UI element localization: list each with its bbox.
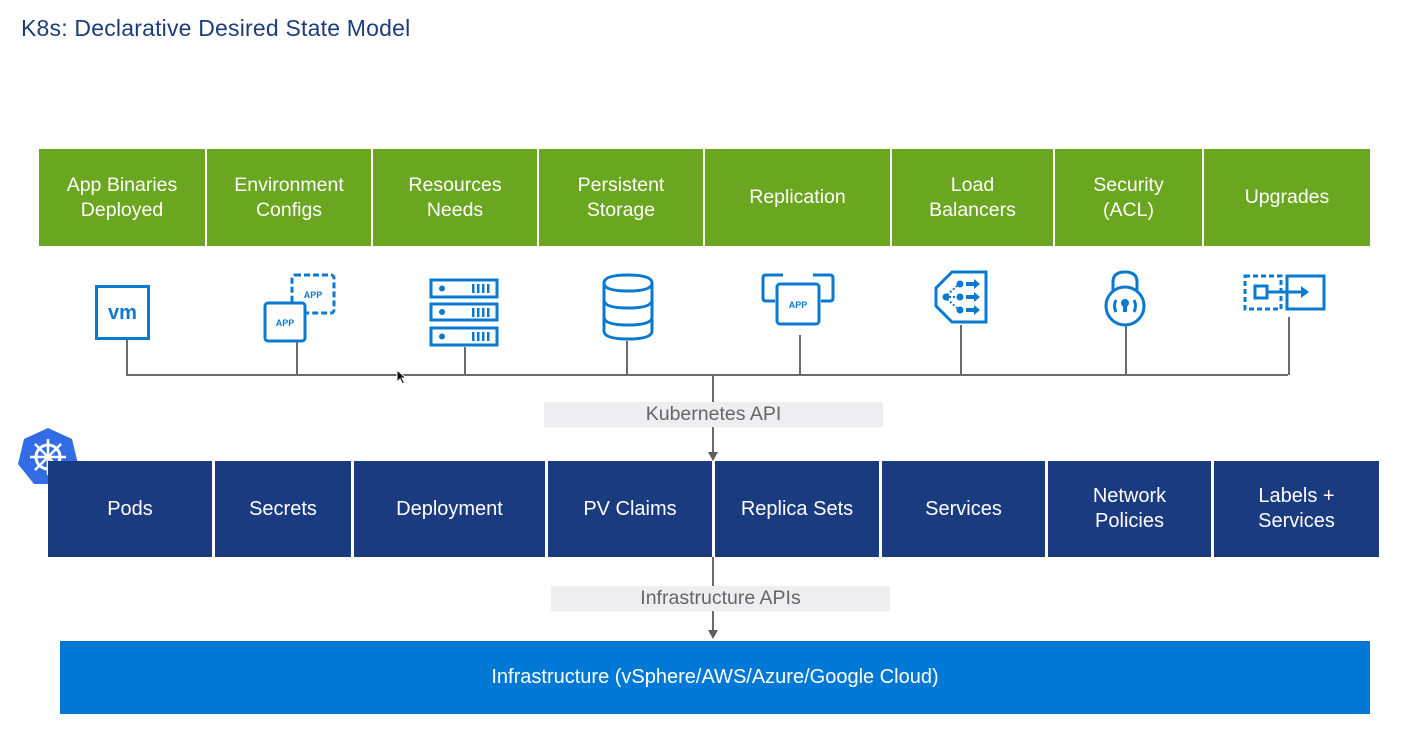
connector-upgrade: [1288, 317, 1290, 375]
connector-database: [626, 341, 628, 375]
k8s-object-deployment: Deployment: [354, 461, 545, 557]
connector-load-balancer: [960, 325, 962, 375]
infrastructure-apis-arrowhead: [708, 630, 718, 639]
app-config-icon: APP APP: [263, 273, 336, 343]
k8s-object-replica-sets: Replica Sets: [715, 461, 879, 557]
mouse-cursor-icon: [396, 369, 408, 385]
connector-line-horizontal: [126, 374, 1288, 376]
app-config-text-back: APP: [304, 290, 323, 300]
kubernetes-api-arrowhead: [708, 452, 718, 461]
infrastructure-bar: Infrastructure (vSphere/AWS/Azure/Google…: [60, 641, 1370, 714]
connector-vm: [126, 340, 128, 375]
k8s-object-services: Services: [882, 461, 1045, 557]
load-balancer-icon: [934, 270, 988, 324]
kubernetes-api-label: Kubernetes API: [544, 402, 883, 427]
connector-padlock: [1125, 326, 1127, 375]
padlock-icon: [1104, 270, 1146, 327]
app-replication-text: APP: [789, 300, 808, 310]
desired-state-environment-configs: Environment Configs: [207, 149, 371, 246]
desired-state-row: App Binaries Deployed Environment Config…: [0, 149, 1402, 246]
desired-state-app-binaries: App Binaries Deployed: [39, 149, 205, 246]
k8s-object-labels-services: Labels + Services: [1214, 461, 1379, 557]
k8s-object-network-policies: Network Policies: [1048, 461, 1211, 557]
desired-state-persistent-storage: Persistent Storage: [539, 149, 703, 246]
vm-icon-text: vm: [108, 302, 137, 324]
desired-state-replication: Replication: [705, 149, 890, 246]
upgrade-icon: [1243, 274, 1326, 311]
k8s-object-secrets: Secrets: [215, 461, 351, 557]
database-icon: [602, 273, 654, 341]
connector-server-rack: [464, 347, 466, 375]
desired-state-security-acl: Security (ACL): [1055, 149, 1202, 246]
k8s-objects-row: Pods Secrets Deployment PV Claims Replic…: [0, 461, 1402, 557]
k8s-object-pods: Pods: [48, 461, 212, 557]
infrastructure-apis-label: Infrastructure APIs: [551, 586, 890, 611]
server-rack-icon: [429, 278, 499, 347]
desired-state-upgrades: Upgrades: [1204, 149, 1370, 246]
connector-app-config: [296, 342, 298, 375]
page-title: K8s: Declarative Desired State Model: [21, 15, 411, 41]
desired-state-resources-needs: Resources Needs: [373, 149, 537, 246]
app-config-text-front: APP: [276, 318, 295, 328]
desired-state-load-balancers: Load Balancers: [892, 149, 1053, 246]
k8s-object-pv-claims: PV Claims: [548, 461, 712, 557]
vm-icon: vm: [95, 285, 150, 340]
connector-replication: [799, 335, 801, 375]
app-replication-icon: APP: [761, 273, 835, 326]
